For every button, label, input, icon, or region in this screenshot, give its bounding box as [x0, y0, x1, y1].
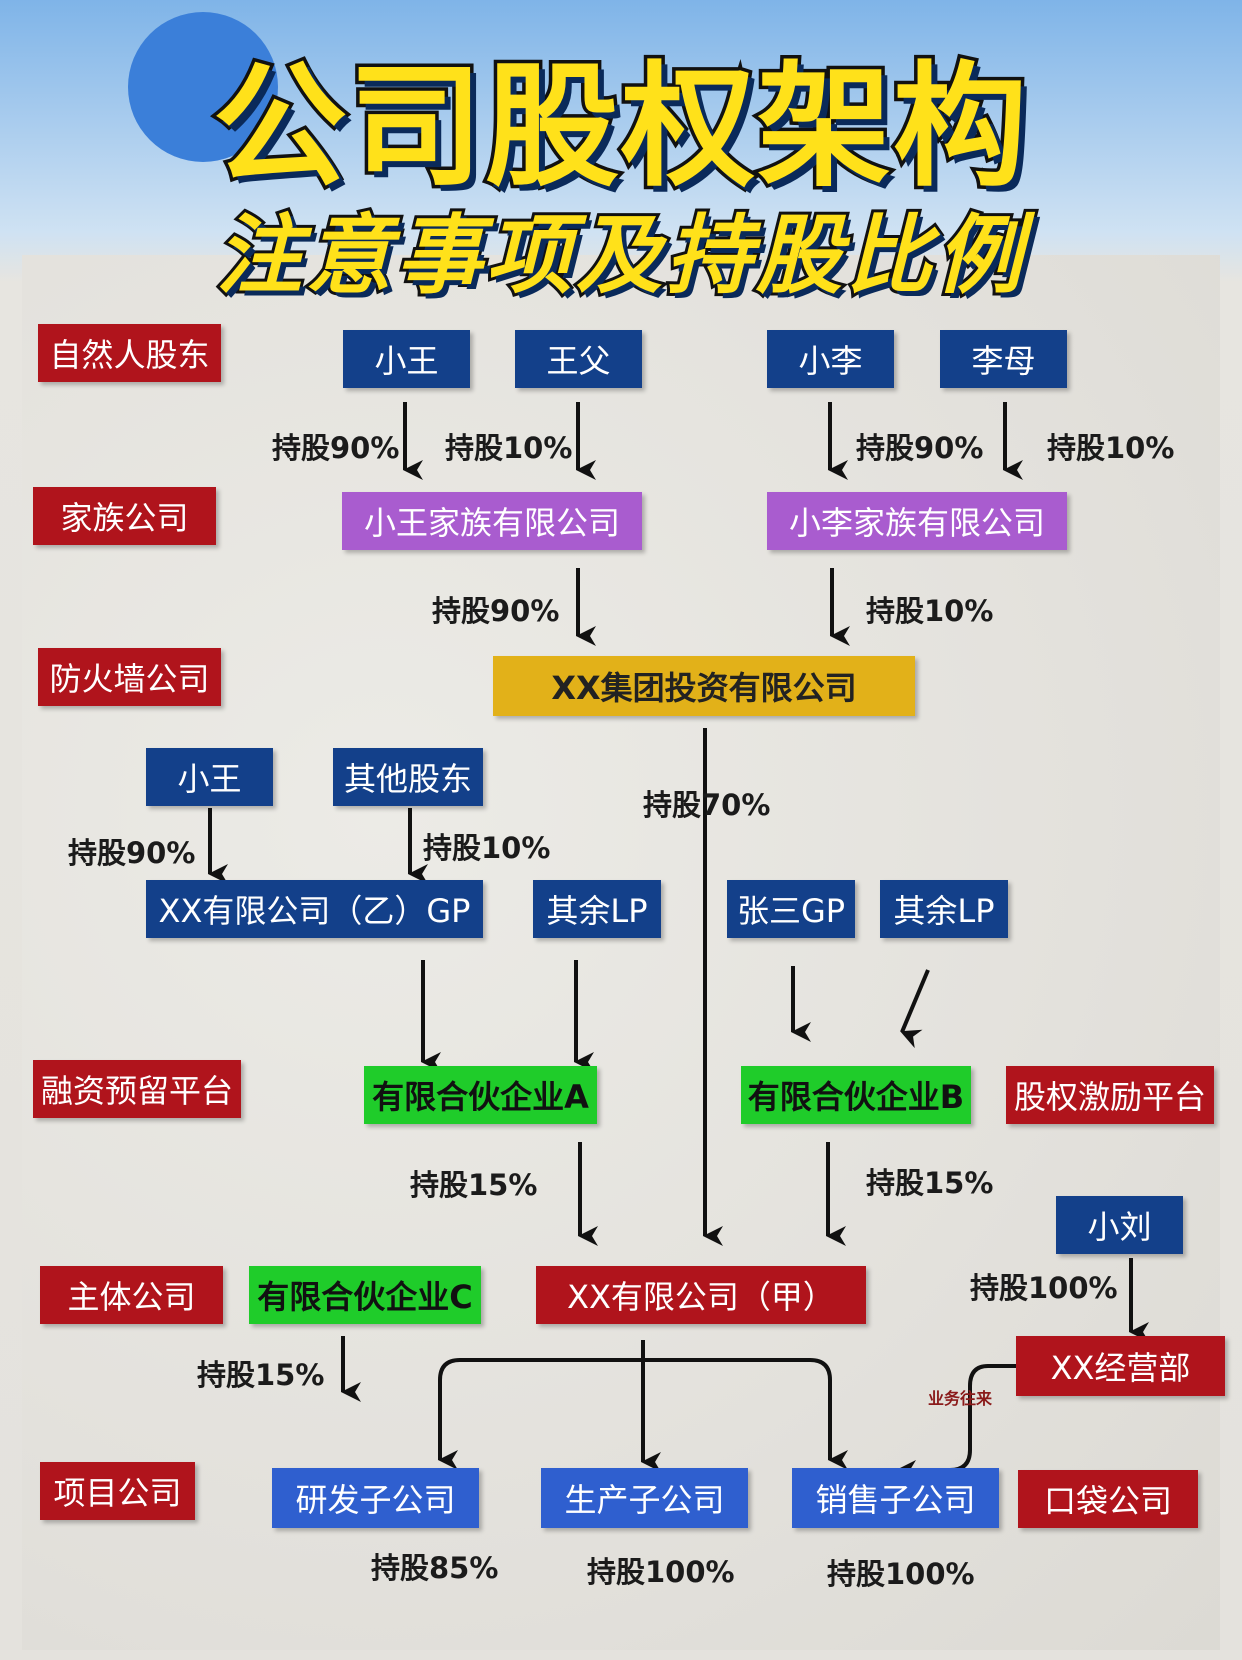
node-limu: 李母 [940, 330, 1067, 388]
label-production-100: 持股100% [587, 1555, 735, 1589]
arrow-jia-to-rd [438, 1358, 643, 1470]
node-production-subsidiary: 生产子公司 [541, 1468, 748, 1528]
label-limu-10: 持股10% [1047, 431, 1175, 465]
node-other-lp-2: 其余LP [880, 880, 1008, 938]
label-xiaowang2-90: 持股90% [68, 836, 196, 870]
node-li-family-company: 小李家族有限公司 [767, 492, 1067, 550]
title-circle-decoration [128, 12, 278, 162]
node-other-shareholders: 其他股东 [333, 748, 483, 806]
node-xiaowang-2: 小王 [146, 748, 273, 806]
node-xiaoli: 小李 [767, 330, 894, 388]
node-company-jia: XX有限公司（甲） [536, 1266, 866, 1324]
level-firewall-company: 防火墙公司 [38, 648, 221, 706]
arrow-jia-to-sales [643, 1358, 848, 1470]
sub-title: 注意事项及持股比例 [213, 203, 1026, 309]
node-wang-family-company: 小王家族有限公司 [342, 492, 642, 550]
label-rd-85: 持股85% [371, 1551, 499, 1585]
label-business-dealings: 业务往来 [928, 1389, 993, 1408]
label-partnership-b-15: 持股15% [866, 1166, 994, 1200]
arrow-business-dept-to-sales [896, 1364, 1016, 1480]
node-other-lp-1: 其余LP [533, 880, 661, 938]
label-partnership-a-15: 持股15% [410, 1168, 538, 1202]
node-xiaowang: 小王 [343, 330, 470, 388]
node-rd-subsidiary: 研发子公司 [272, 1468, 479, 1528]
node-company-yi-gp: XX有限公司（乙）GP [146, 880, 483, 938]
label-partnership-c-15: 持股15% [197, 1358, 325, 1392]
label-xiaowang-90: 持股90% [272, 431, 400, 465]
node-partnership-b: 有限合伙企业B [741, 1066, 971, 1124]
node-sales-subsidiary: 销售子公司 [792, 1468, 999, 1528]
level-incentive-platform: 股权激励平台 [1006, 1066, 1214, 1124]
main-title: 公司股权架构 [209, 46, 1030, 209]
level-financing-platform: 融资预留平台 [33, 1060, 241, 1118]
node-partnership-c: 有限合伙企业C [249, 1266, 481, 1324]
label-sales-100: 持股100% [827, 1557, 975, 1591]
node-zhangsan-gp: 张三GP [727, 880, 855, 938]
label-group-70: 持股70% [643, 788, 771, 822]
label-xiaoliu-100: 持股100% [970, 1271, 1118, 1305]
level-natural-shareholders: 自然人股东 [38, 324, 221, 382]
label-li-family-10: 持股10% [866, 594, 994, 628]
label-wang-family-90: 持股90% [432, 594, 560, 628]
label-xiaoli-90: 持股90% [856, 431, 984, 465]
label-wangfu-10: 持股10% [445, 431, 573, 465]
level-project-company: 项目公司 [40, 1462, 195, 1520]
label-other-holders-10: 持股10% [423, 831, 551, 865]
node-business-department: XX经营部 [1016, 1336, 1225, 1396]
node-wangfu: 王父 [515, 330, 642, 388]
node-group-investment-company: XX集团投资有限公司 [493, 656, 915, 716]
node-xiaoliu: 小刘 [1056, 1196, 1183, 1254]
arrow-lp2-to-partnership-b [900, 969, 930, 1049]
paper-background [22, 255, 1220, 1650]
level-pocket-company: 口袋公司 [1018, 1470, 1198, 1528]
level-family-company: 家族公司 [33, 487, 216, 545]
node-partnership-a: 有限合伙企业A [364, 1066, 597, 1124]
level-main-company: 主体公司 [40, 1266, 223, 1324]
